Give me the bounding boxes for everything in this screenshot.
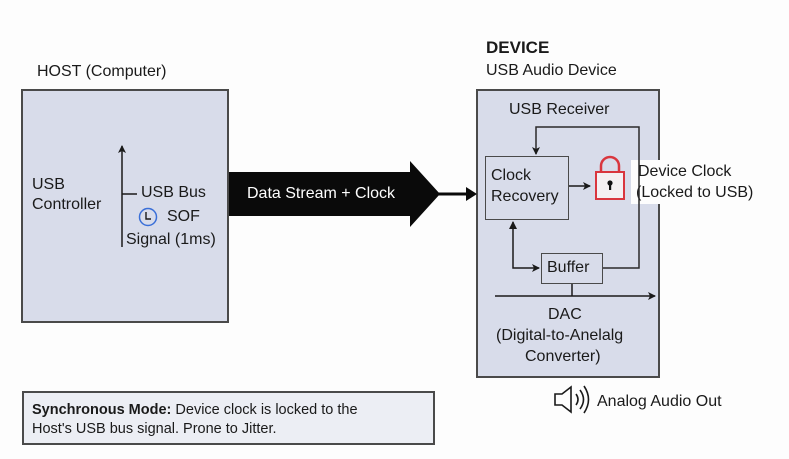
usb-controller-label-line2: Controller: [32, 196, 102, 213]
clock-recovery-line2: Recovery: [491, 188, 559, 205]
mode-note-line1-text: Device clock is locked to the: [171, 402, 358, 418]
mode-note-bold: Synchronous Mode:: [32, 402, 172, 418]
device-box: [476, 89, 660, 378]
data-stream-arrow: [229, 161, 440, 227]
device-subtitle: USB Audio Device: [486, 62, 617, 79]
data-stream-label: Data Stream + Clock: [247, 185, 396, 202]
host-box: [21, 89, 229, 323]
mode-note-line2: Host's USB bus signal. Prone to Jitter.: [32, 421, 277, 437]
clock-recovery-box: [485, 156, 569, 220]
buffer-label: Buffer: [547, 259, 590, 276]
sof-label: SOF: [167, 208, 200, 225]
dac-label: DAC: [548, 306, 582, 323]
usb-controller-label-line1: USB: [32, 176, 65, 193]
device-clock-line1: Device Clock: [638, 163, 732, 180]
dac-desc-line1: (Digital-to-Anelalg: [496, 327, 624, 344]
clock-icon: [138, 207, 158, 227]
buffer-box: [541, 253, 603, 284]
usb-bus-label: USB Bus: [141, 184, 206, 201]
device-title: DEVICE: [486, 38, 550, 57]
recovery-buffer-link: [512, 222, 540, 272]
recovery-up-arrowhead: [509, 221, 517, 229]
feedback-loop-line: [532, 126, 640, 269]
device-clock-label-bg: [631, 160, 761, 204]
analog-out-label: Analog Audio Out: [597, 393, 722, 410]
usb-receiver-label: USB Receiver: [509, 101, 610, 118]
mode-note-box: [22, 391, 435, 445]
speaker-icon: [554, 385, 590, 414]
mode-note-line1: Synchronous Mode: Device clock is locked…: [32, 402, 358, 419]
host-title: HOST (Computer): [37, 63, 167, 80]
clock-recovery-line1: Clock: [491, 167, 532, 184]
data-stream-arrowhead: [466, 187, 477, 201]
device-clock-line2: (Locked to USB): [636, 184, 754, 201]
signal-label: Signal (1ms): [126, 231, 216, 248]
dac-desc-line2: Converter): [525, 348, 601, 365]
lock-icon: [595, 155, 625, 200]
